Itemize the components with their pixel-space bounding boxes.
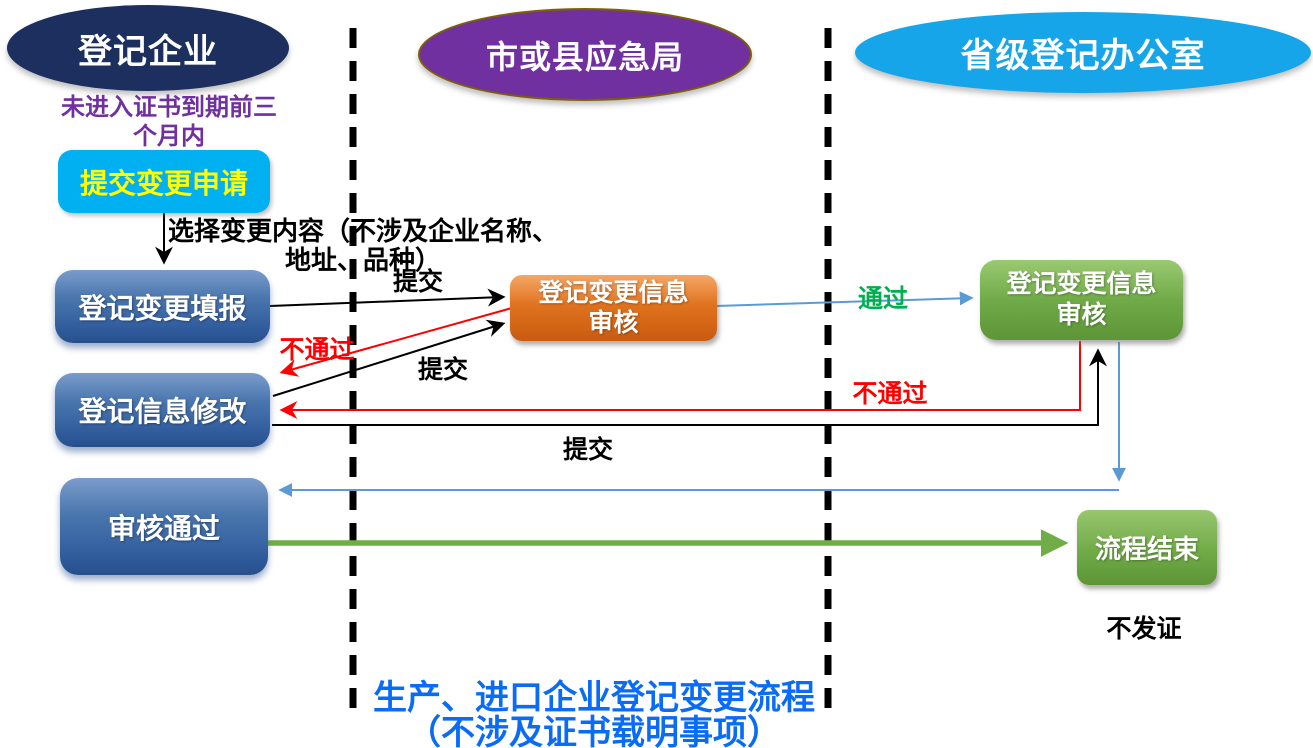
node-province-review-line2: 审核 xyxy=(1056,301,1107,329)
node-info-modify: 登记信息修改 xyxy=(55,373,270,447)
node-change-filling-label: 登记变更填报 xyxy=(78,292,247,324)
lane-header-enterprise-label: 登记企业 xyxy=(78,32,218,71)
node-city-review: 登记变更信息 审核 xyxy=(510,275,717,341)
lane-header-city-bureau: 市或县应急局 xyxy=(418,8,752,101)
arrow-submit-1 xyxy=(269,288,506,307)
lane-header-city-bureau-label: 市或县应急局 xyxy=(485,38,684,75)
label-fail-left: 不通过 xyxy=(279,336,355,364)
lane-header-enterprise: 登记企业 xyxy=(7,5,289,91)
label-pass: 通过 xyxy=(857,285,908,313)
arrow-fail-left xyxy=(279,307,513,377)
label-select-content-line1: 选择变更内容（不涉及企业名称、 xyxy=(167,216,558,246)
node-submit-change-request-label: 提交变更申请 xyxy=(79,167,248,199)
node-review-approved: 审核通过 xyxy=(60,478,268,575)
node-info-modify-label: 登记信息修改 xyxy=(78,396,247,427)
arrow-pass xyxy=(715,291,974,307)
node-change-filling: 登记变更填报 xyxy=(55,270,270,343)
label-submit-2: 提交 xyxy=(417,356,468,384)
lane-header-province-office: 省级登记办公室 xyxy=(855,12,1311,93)
diagram-title-line2: （不涉及证书载明事项） xyxy=(407,713,781,748)
precondition-caption: 未进入证书到期前三 个月内 xyxy=(38,93,300,152)
precondition-caption-line2: 个月内 xyxy=(133,123,205,151)
node-province-review-line1: 登记变更信息 xyxy=(1006,269,1157,298)
node-province-review: 登记变更信息 审核 xyxy=(980,260,1183,340)
label-submit-3: 提交 xyxy=(562,436,613,464)
node-process-end: 流程结束 xyxy=(1077,510,1217,585)
label-no-certificate: 不发证 xyxy=(1106,615,1182,643)
lane-header-province-office-label: 省级登记办公室 xyxy=(960,37,1206,75)
label-submit-1: 提交 xyxy=(392,268,443,296)
label-select-content: 选择变更内容（不涉及企业名称、 地址、品种） xyxy=(158,216,568,276)
node-city-review-line1: 登记变更信息 xyxy=(538,279,689,307)
diagram-title: 生产、进口企业登记变更流程 （不涉及证书载明事项） xyxy=(334,681,854,748)
arrow-submit-3 xyxy=(272,348,1107,426)
label-select-content-line2: 地址、品种） xyxy=(284,245,441,276)
diagram-title-line1: 生产、进口企业登记变更流程 xyxy=(373,679,815,717)
arrow-fail-right xyxy=(279,341,1081,419)
label-fail-right: 不通过 xyxy=(852,380,928,408)
node-process-end-label: 流程结束 xyxy=(1094,534,1199,564)
node-city-review-line2: 审核 xyxy=(588,309,639,337)
arrow-submit-2 xyxy=(272,319,506,397)
precondition-caption-line1: 未进入证书到期前三 xyxy=(61,94,277,121)
node-review-approved-label: 审核通过 xyxy=(107,512,220,544)
node-submit-change-request: 提交变更申请 xyxy=(58,150,270,213)
